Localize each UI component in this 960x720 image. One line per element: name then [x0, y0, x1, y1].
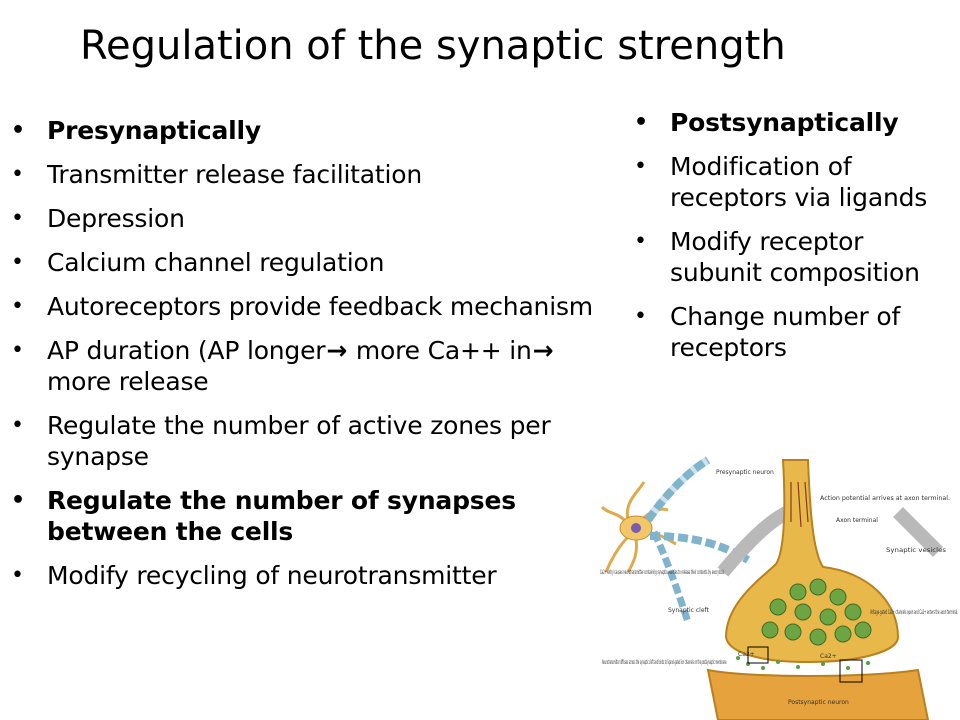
- presynaptic-list: • Presynaptically • Transmitter release fa…: [11, 115, 601, 604]
- neurotransmitter-dots: [736, 656, 870, 670]
- label-step2: Voltage-gated Ca2+ channels open and Ca2…: [870, 609, 958, 616]
- zoom-arrow-icon: [893, 507, 943, 557]
- bullet-dot-icon: •: [11, 563, 24, 588]
- list-item: • Depression: [11, 203, 601, 234]
- bullet-text: Depression: [47, 204, 185, 233]
- label-step1: Action potential arrives at axon termina…: [820, 495, 950, 502]
- bullet-dot-icon: •: [11, 413, 24, 438]
- list-item: •AP duration (AP longer→ more Ca++ in→ m…: [11, 335, 601, 397]
- synapse-diagram: Presynaptic neuron Action potential arri…: [598, 452, 960, 720]
- axon-upper: [644, 456, 711, 523]
- zoom-arrow-icon: [717, 505, 792, 577]
- bullet-dot-icon: •: [11, 294, 24, 319]
- label-step4: Neurotransmitter diffuses across the syn…: [602, 659, 727, 666]
- channel-box: [747, 646, 769, 664]
- bullet-dot-icon: •: [11, 338, 24, 363]
- bullet-text-part: more release: [47, 367, 209, 396]
- label-step3: Ca2+ entry causes neurotransmitter-conta…: [600, 569, 725, 576]
- label-ca-left: Ca2+: [738, 651, 755, 658]
- list-item: • Modification of receptors via ligands: [634, 151, 954, 213]
- bullet-dot-icon: •: [11, 206, 24, 231]
- label-postsynaptic-neuron: Postsynaptic neuron: [788, 699, 849, 706]
- bullet-text: Modify recycling of neurotransmitter: [47, 561, 497, 590]
- list-item: • Transmitter release facilitation: [11, 159, 601, 190]
- bullet-text: Calcium channel regulation: [47, 248, 385, 277]
- postsynaptic-neuron: [706, 668, 930, 720]
- bullet-dot-icon: •: [11, 488, 25, 513]
- bullet-dot-icon: •: [634, 229, 647, 254]
- label-presynaptic-neuron: Presynaptic neuron: [716, 469, 774, 476]
- list-item: • Regulate the number of synapses between…: [11, 485, 601, 547]
- label-synaptic-cleft: Synaptic cleft: [668, 607, 710, 614]
- list-item: • Calcium channel regulation: [11, 247, 601, 278]
- bullet-dot-icon: •: [11, 250, 24, 275]
- bullet-text: Change number of receptors: [670, 302, 901, 362]
- list-item: • Modify receptor subunit composition: [634, 226, 954, 288]
- bullet-dot-icon: •: [634, 304, 647, 329]
- bullet-text: Regulate the number of synapses between …: [47, 486, 516, 546]
- list-item: • Postsynaptically: [634, 107, 954, 138]
- arrow-right-icon: →: [532, 336, 554, 365]
- synapse-illustration: Presynaptic neuron Action potential arri…: [600, 456, 958, 720]
- bullet-text: Presynaptically: [47, 116, 261, 145]
- label-axon-terminal: Axon terminal: [836, 517, 878, 524]
- list-item: • Regulate the number of active zones per…: [11, 410, 601, 472]
- bullet-text: Postsynaptically: [670, 108, 899, 137]
- label-synaptic-vesicles: Synaptic vesicles: [886, 547, 946, 554]
- list-item: • Presynaptically: [11, 115, 601, 146]
- bullet-text-part: AP duration (AP longer: [47, 336, 326, 365]
- slide-title: Regulation of the synaptic strength: [80, 23, 786, 69]
- postsynaptic-list: • Postsynaptically • Modification of recep…: [634, 107, 954, 376]
- bullet-dot-icon: •: [634, 154, 647, 179]
- bullet-dot-icon: •: [11, 118, 25, 143]
- list-item: • Change number of receptors: [634, 301, 954, 363]
- bullet-text-part: more Ca++ in: [348, 336, 532, 365]
- bullet-dot-icon: •: [634, 110, 648, 135]
- bullet-text: Modification of receptors via ligands: [670, 152, 928, 212]
- bullet-text: Modify receptor subunit composition: [670, 227, 920, 287]
- bullet-text: Transmitter release facilitation: [47, 160, 422, 189]
- bullet-text: Regulate the number of active zones per …: [47, 411, 551, 471]
- list-item: • Autoreceptors provide feedback mechanis…: [11, 291, 601, 322]
- channel-box: [839, 659, 863, 683]
- label-ca-right: Ca2+: [820, 653, 837, 660]
- arrow-right-icon: →: [326, 336, 348, 365]
- bullet-dot-icon: •: [11, 162, 24, 187]
- action-potential-arrows: [790, 481, 809, 528]
- synaptic-vesicles: [761, 578, 872, 646]
- list-item: • Modify recycling of neurotransmitter: [11, 560, 601, 591]
- bullet-text: Autoreceptors provide feedback mechanism: [47, 292, 593, 321]
